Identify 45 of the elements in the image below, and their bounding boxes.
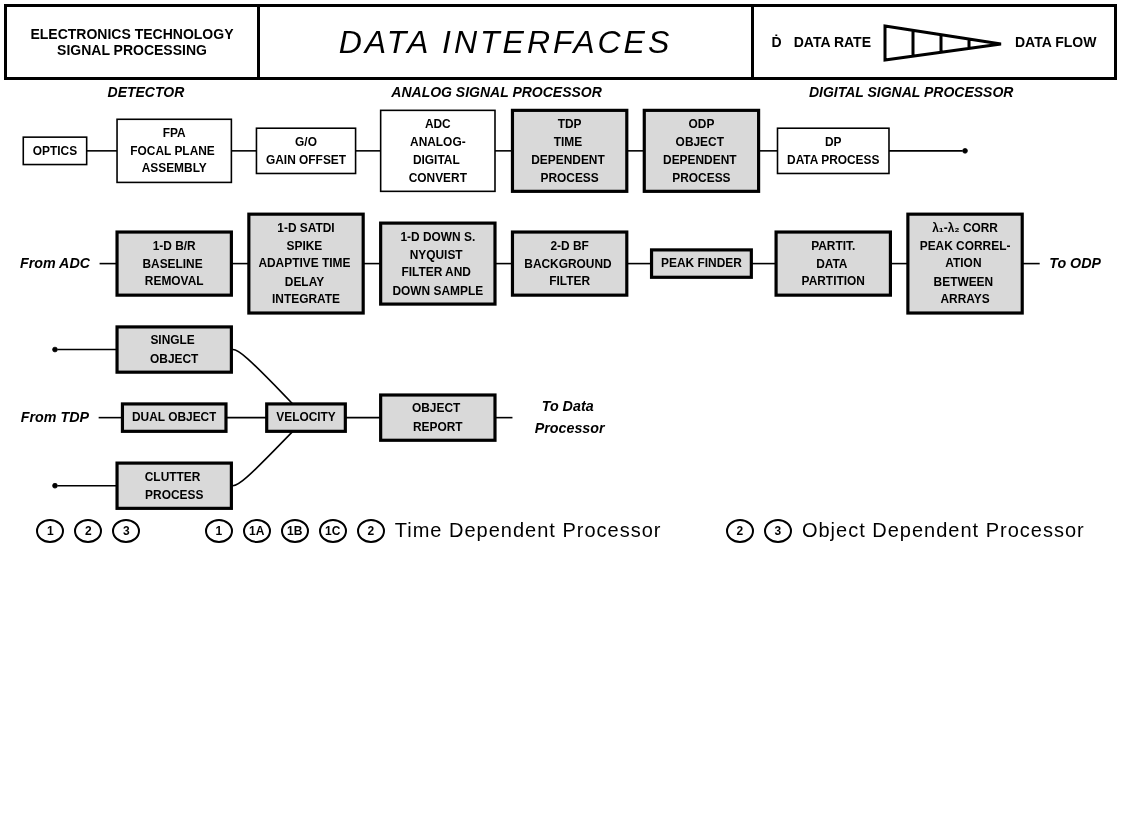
connector <box>888 150 964 152</box>
node-box: G/O GAIN OFFSET <box>255 127 357 175</box>
header-label: ELECTRONICS TECHNOLOGY SIGNAL PROCESSING <box>29 26 235 58</box>
node-box: PARTIT. DATA PARTITION <box>774 230 892 297</box>
node-box: DUAL OBJECT <box>120 402 228 433</box>
node-text: From ADC <box>19 255 91 272</box>
node-box: 1-D DOWN S. NYQUIST FILTER AND DOWN SAMPLE <box>379 221 497 306</box>
node-box: 1-D B/R BASELINE REMOVAL <box>115 230 233 297</box>
node-box: DP DATA PROCESS <box>776 127 890 175</box>
header-label: DATA RATE <box>793 34 871 50</box>
interface-number: 1C <box>318 518 347 543</box>
node-box: CLUTTER PROCESS <box>115 461 233 510</box>
interface-number: 3 <box>763 518 792 543</box>
node-box: PEAK FINDER <box>649 248 753 279</box>
section-caption: Object Dependent Processor <box>801 519 1085 543</box>
node-box: FPA FOCAL PLANE ASSEMBLY <box>116 118 233 184</box>
interface-number: 2 <box>725 518 754 543</box>
node-text: To ODP <box>1049 255 1102 272</box>
node-circle <box>962 148 968 154</box>
interface-number: 1A <box>242 518 271 543</box>
interface-number: 1 <box>204 518 233 543</box>
interface-number: 3 <box>112 518 141 543</box>
header-label: DATA FLOW <box>1015 34 1097 50</box>
node-box: TDP TIME DEPENDENT PROCESS <box>510 108 629 193</box>
section-heading: DETECTOR <box>107 84 185 100</box>
interface-number: 1B <box>280 518 309 543</box>
node-text: From TDP <box>20 409 90 426</box>
node-box: ADC ANALOG-DIGITAL CONVERT <box>379 109 496 193</box>
node-box: ODP OBJECT DEPENDENT PROCESS <box>642 108 761 193</box>
interface-number: 2 <box>356 518 385 543</box>
node-box: OBJECT REPORT <box>379 393 497 442</box>
node-box: OPTICS <box>22 136 88 166</box>
node-box: λ₁-λ₂ CORR PEAK CORREL-ATION BETWEEN ARRAYS <box>906 212 1024 315</box>
node-box: 1-D SATDI SPIKE ADAPTIVE TIME DELAY INTEGRATE <box>247 212 365 315</box>
header-label: Ḋ <box>771 34 782 50</box>
node-box: VELOCITY <box>265 402 347 433</box>
section-caption: Time Dependent Processor <box>394 519 662 543</box>
diagram-title: DATA INTERFACES <box>338 23 673 61</box>
node-box: SINGLE OBJECT <box>115 325 233 374</box>
interface-number: 1 <box>36 518 65 543</box>
interface-number: 2 <box>74 518 103 543</box>
node-box: 2-D BF BACKGROUND FILTER <box>510 230 629 297</box>
node-text: To Data Processor <box>534 398 605 436</box>
section-heading: DIGITAL SIGNAL PROCESSOR <box>808 84 1014 100</box>
section-heading: ANALOG SIGNAL PROCESSOR <box>391 84 602 100</box>
